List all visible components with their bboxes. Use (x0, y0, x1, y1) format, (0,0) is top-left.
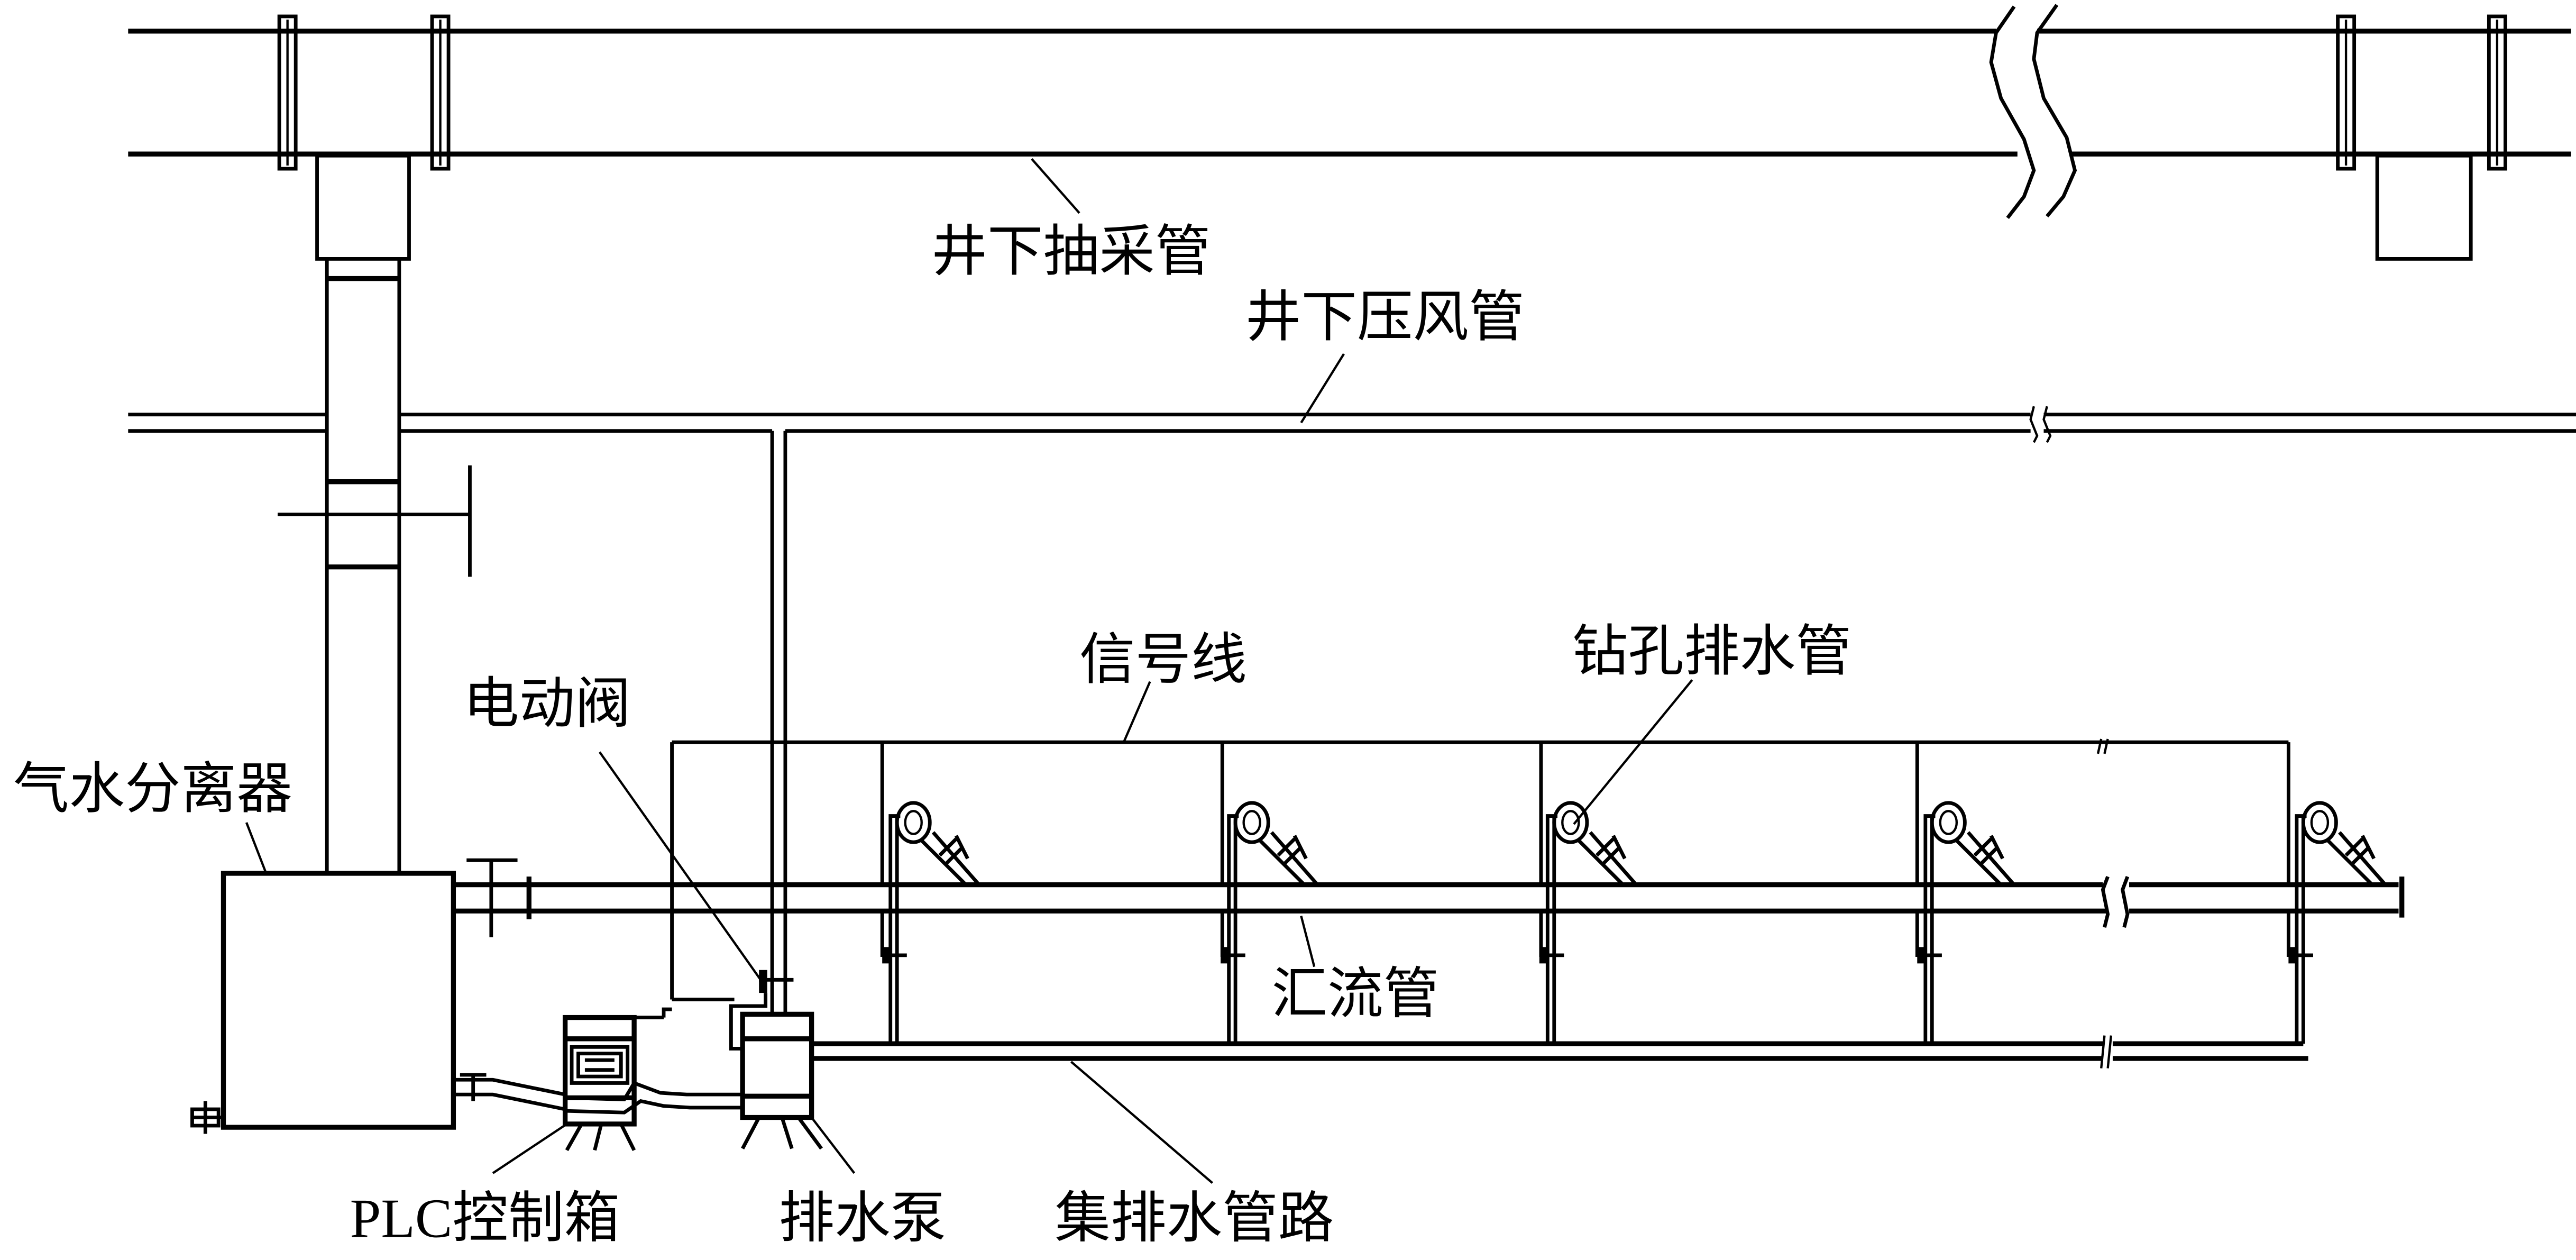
borehole-drain-units (882, 801, 2387, 1044)
electric-valve-icon (729, 970, 794, 1051)
pipe-break-symbol (2121, 875, 2130, 928)
label-plc-control-box: PLC控制箱 (350, 1188, 620, 1249)
drain-valve-icon (2344, 837, 2364, 857)
label-drain-pump: 排水泵 (778, 1188, 946, 1249)
flange (277, 14, 298, 171)
borehole-head-icon (1233, 801, 1270, 844)
borehole-head-icon (1930, 801, 1967, 844)
separator-riser-pipe (277, 153, 472, 873)
pipe-break-symbol (2032, 4, 2077, 218)
flange (2336, 14, 2357, 171)
borehole-head-icon (895, 801, 932, 844)
pipe-break-symbol (1989, 5, 2036, 220)
borehole-drain-unit (1539, 801, 1638, 1044)
drain-valve-icon (938, 837, 958, 857)
label-confluence-pipe: 汇流管 (1271, 963, 1439, 1025)
branch-stub (2375, 153, 2473, 261)
small-valve-icon (882, 947, 889, 964)
borehole-drain-unit (2288, 801, 2387, 1044)
leader-lines (245, 158, 1693, 1184)
compressed-air-pipe (128, 406, 2576, 1016)
signal-line (670, 738, 2290, 1001)
flange (2487, 14, 2507, 171)
pipe-break-symbol (2029, 406, 2039, 443)
drain-valve-icon (1277, 837, 1296, 857)
plc-control-box (562, 1015, 637, 1152)
drain-valve-icon (1973, 837, 1993, 857)
small-valve-icon (1221, 947, 1227, 964)
label-gas-water-separator: 气水分离器 (13, 758, 292, 820)
borehole-head-icon (2301, 801, 2338, 844)
borehole-head-icon (1552, 801, 1589, 844)
pipe-break-symbol (2100, 1035, 2113, 1069)
small-valve-icon (2288, 947, 2295, 964)
drain-valve-icon (190, 1101, 224, 1134)
drain-valve-icon (1596, 837, 1615, 857)
borehole-drain-unit (882, 801, 981, 1044)
borehole-drain-unit (1221, 801, 1319, 1044)
label-borehole-drain-pipe: 钻孔排水管 (1572, 620, 1851, 682)
drain-pump (740, 1011, 823, 1150)
outlet-valve-icon (466, 858, 531, 937)
drain-collection-line (813, 1035, 2308, 1069)
label-drain-collection-line: 集排水管路 (1055, 1188, 1334, 1249)
small-valve-icon (460, 1073, 487, 1101)
connecting-pipes (453, 1007, 743, 1115)
label-electric-valve: 电动阀 (463, 673, 631, 735)
small-valve-icon (1539, 947, 1546, 964)
label-extraction-pipe: 井下抽采管 (931, 221, 1211, 282)
small-valve-icon (1917, 947, 1924, 964)
extraction-pipe (128, 4, 2571, 261)
gas-water-separator (190, 871, 456, 1134)
label-compressed-air-pipe: 井下压风管 (1245, 286, 1525, 348)
line-break-symbol (2096, 738, 2109, 754)
pipe-break-symbol (2042, 406, 2052, 443)
pipe-break-symbol (2101, 875, 2110, 928)
borehole-drain-unit (1917, 801, 2016, 1044)
confluence-pipe (453, 858, 2405, 937)
label-signal-line: 信号线 (1079, 629, 1247, 691)
riser-valve-icon (277, 465, 472, 577)
flange (430, 14, 451, 171)
